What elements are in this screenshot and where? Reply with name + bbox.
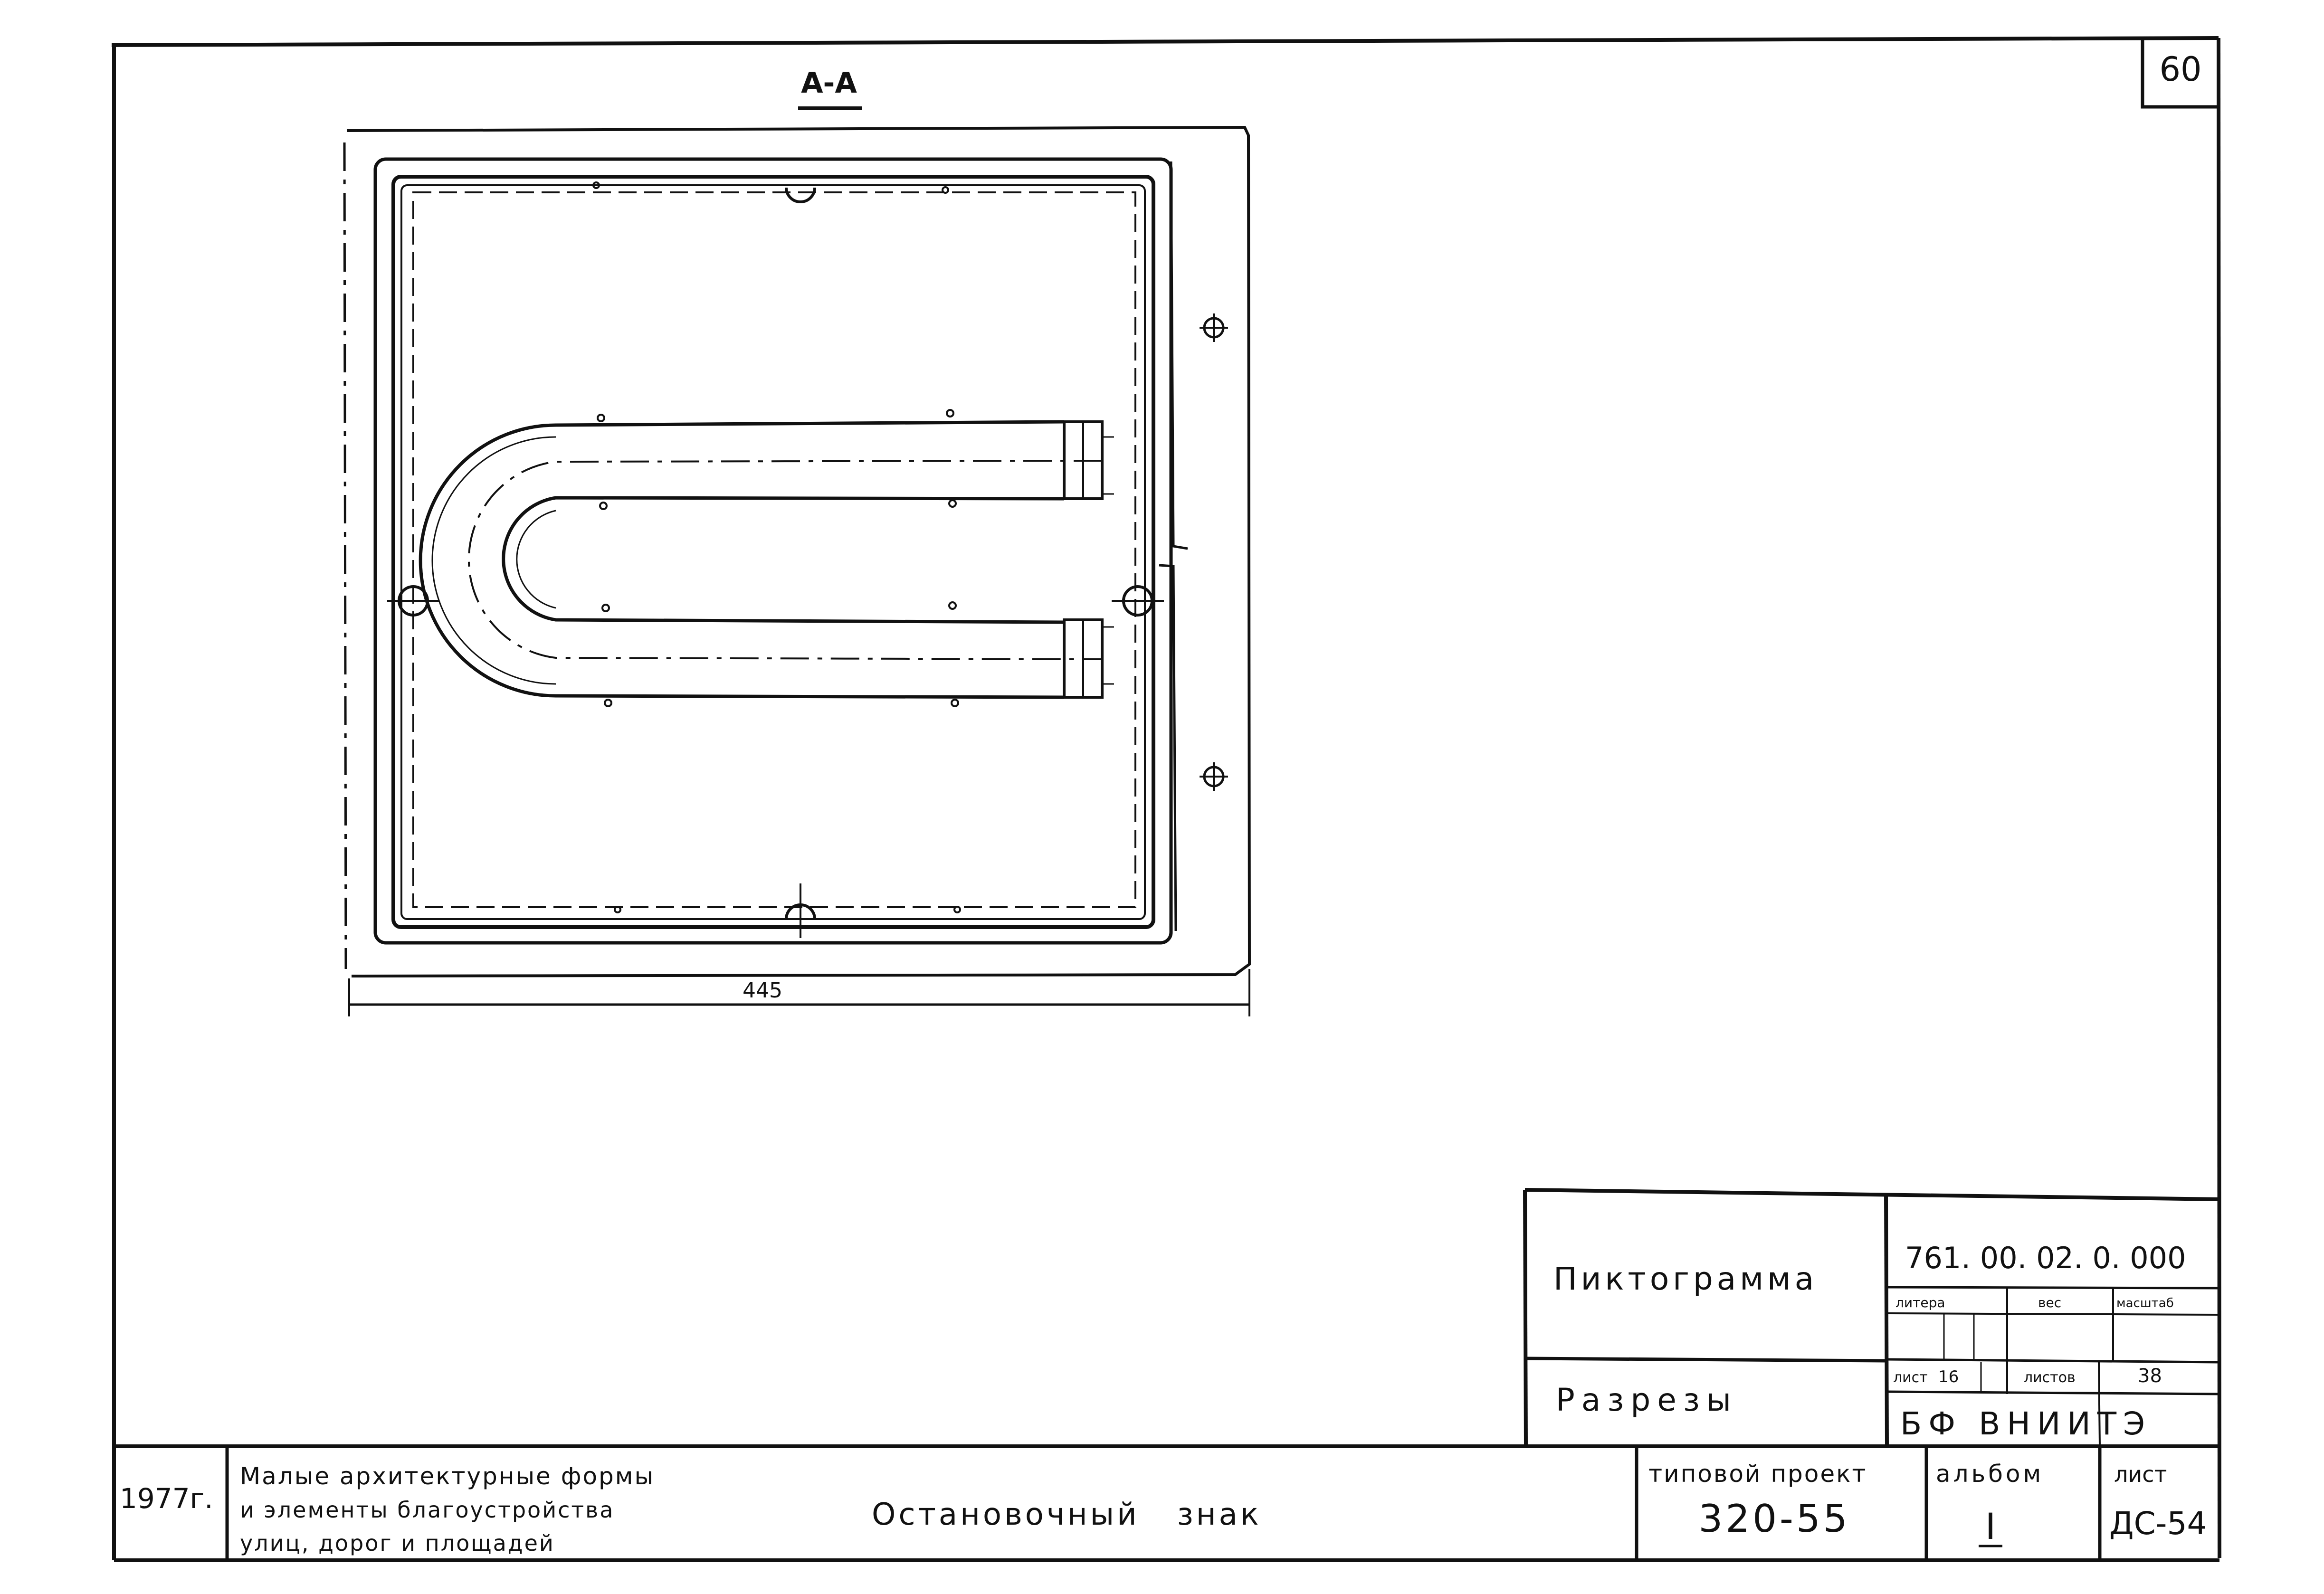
drawing-code: 761. 00. 02. 0. 000 [1905,1241,2186,1275]
litera-label: литера [1895,1295,1945,1310]
album-value: I [1985,1505,1996,1547]
series-line-3: улиц, дорог и площадей [240,1530,555,1556]
product-name: Остановочный знак [872,1497,1262,1532]
sheets-value: 38 [2138,1365,2162,1387]
project-value: 320-55 [1698,1497,1850,1541]
sheet-number: 60 [2159,50,2201,89]
title-name: Пиктограмма [1553,1261,1818,1297]
title-block [1523,1188,2220,1447]
sheet-frame [111,36,2221,1562]
series-line-1: Малые архитектурные формы [240,1462,655,1490]
organization: БФ ВНИИТЭ [1900,1405,2152,1442]
sheets-label: листов [2024,1369,2076,1386]
list-label: лист [2114,1461,2167,1487]
section-label: А-А [798,66,862,110]
sheet-label: лист [1893,1369,1928,1386]
series-line-2: и элементы благоустройства [240,1497,614,1523]
list-value: ДС-54 [2109,1505,2207,1542]
section-label-text: А-А [801,66,857,100]
title-subtitle: Разрезы [1556,1382,1738,1418]
bottom-stamp [114,1444,2219,1560]
album-label: альбом [1936,1460,2044,1488]
dimension-width-label: 445 [743,978,782,1003]
sheet-number-box: 60 [2141,38,2219,109]
year: 1977г. [120,1482,213,1515]
mass-label: вес [2038,1295,2061,1310]
project-label: типовой проект [1648,1460,1867,1488]
sheet-value: 16 [1938,1367,1959,1386]
scale-label: масштаб [2116,1296,2174,1310]
pictogram-section-drawing [343,125,1251,1016]
